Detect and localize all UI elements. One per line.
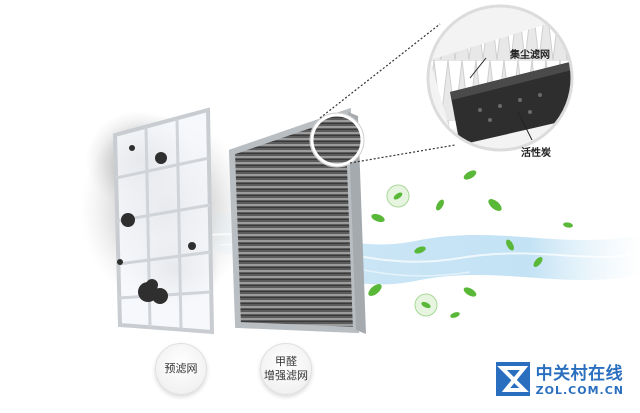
formaldehyde-label-line1: 甲醛 xyxy=(275,355,297,368)
zoom-connector-lines xyxy=(319,23,456,164)
prefilter-panel xyxy=(112,107,215,335)
formaldehyde-filter-label: 甲醛 增强滤网 xyxy=(260,343,312,395)
prefilter-label: 预滤网 xyxy=(155,343,207,395)
prefilter-label-text: 预滤网 xyxy=(164,362,198,375)
watermark: 中关村在线 ZOL.COM.CN xyxy=(496,363,624,397)
watermark-cn: 中关村在线 xyxy=(535,363,624,384)
bubble-leaf-icon xyxy=(414,293,438,317)
activated-carbon-callout: 活性炭 xyxy=(521,148,551,159)
bubble-leaf-icon xyxy=(386,184,410,208)
watermark-en: ZOL.COM.CN xyxy=(535,383,624,397)
formaldehyde-label-line2: 增强滤网 xyxy=(264,369,308,382)
zol-logo-icon xyxy=(496,362,530,396)
zoom-detail-circle xyxy=(426,4,574,152)
detail-highlight-circle xyxy=(309,112,365,168)
dust-filter-callout: 集尘滤网 xyxy=(510,50,550,61)
formaldehyde-filter-panel xyxy=(228,107,366,334)
leaf-group xyxy=(368,170,573,318)
